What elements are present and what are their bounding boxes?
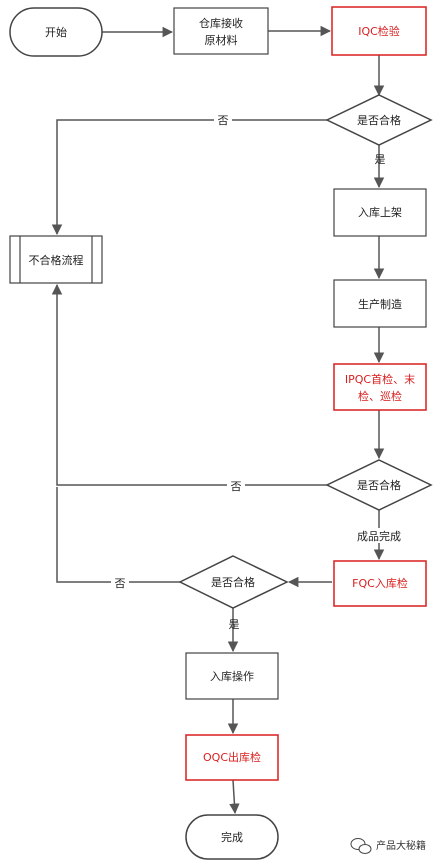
node-iqc-label: IQC检验 [358, 24, 400, 38]
node-oqc-label: OQC出库检 [203, 750, 261, 764]
edge-oqc-to-done [229, 779, 240, 815]
node-ipqc-label-line1: IPQC首检、末 [345, 372, 415, 386]
label-check1-yes: 是 [375, 153, 386, 166]
decision-check2-label: 是否合格 [357, 478, 401, 492]
label-check2-yes: 成品完成 [357, 529, 401, 543]
label-check3-yes: 是 [229, 618, 240, 631]
decision-check1-label: 是否合格 [357, 113, 401, 127]
wechat-icon [350, 838, 372, 854]
label-check2-no: 否 [231, 480, 242, 493]
node-receive-materials: 仓库接收 原材料 [173, 7, 269, 55]
label-check3-no: 否 [115, 577, 126, 590]
node-production: 生产制造 [333, 279, 427, 328]
node-start-label: 开始 [45, 25, 67, 39]
node-iqc: IQC检验 [331, 6, 427, 56]
node-production-label: 生产制造 [358, 297, 402, 311]
node-ipqc: IPQC首检、末 检、巡检 [333, 363, 427, 411]
decision-check3: 是否合格 [178, 555, 289, 609]
node-reject-label: 不合格流程 [29, 253, 84, 267]
label-check1-no: 否 [218, 114, 229, 127]
edge-check2-no-to-reject [51, 283, 327, 486]
edge-check1-no-to-reject [51, 119, 327, 236]
node-done: 完成 [185, 814, 279, 860]
edges [51, 25, 385, 815]
watermark-text: 产品大秘籍 [376, 839, 426, 852]
decision-check1: 是否合格 [325, 94, 433, 146]
node-oqc: OQC出库检 [185, 734, 279, 781]
decision-check3-label: 是否合格 [211, 575, 255, 589]
node-storage-label: 入库上架 [358, 206, 402, 219]
node-start: 开始 [9, 7, 103, 57]
node-reject-process: 不合格流程 [9, 235, 103, 284]
node-storage: 入库上架 [333, 188, 427, 237]
edge-labels: 否 是 否 成品完成 否 是 [111, 112, 405, 631]
edge-check3-no-to-reject [56, 487, 180, 583]
node-done-label: 完成 [221, 830, 243, 844]
node-fqc: FQC入库检 [333, 560, 427, 607]
decision-check2: 是否合格 [325, 459, 433, 511]
node-inbound: 入库操作 [185, 652, 279, 700]
node-fqc-label: FQC入库检 [352, 576, 408, 590]
node-ipqc-label-line2: 检、巡检 [358, 389, 402, 403]
node-receive-label-line2: 原材料 [205, 33, 238, 47]
node-receive-label-line1: 仓库接收 [199, 16, 243, 30]
watermark: 产品大秘籍 [350, 838, 426, 854]
node-inbound-label: 入库操作 [210, 669, 254, 683]
